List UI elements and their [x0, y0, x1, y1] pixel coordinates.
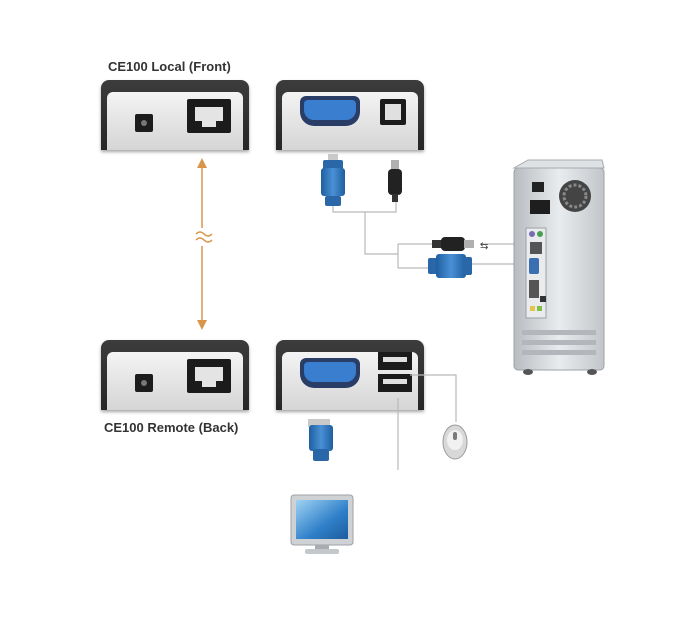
power-jack-icon	[135, 374, 153, 392]
cat5-cable	[195, 158, 213, 330]
vga-connector-icon	[308, 419, 333, 461]
svg-text:⇆: ⇆	[480, 241, 488, 252]
usb-a-port-icon	[378, 352, 412, 370]
rj45-port-icon	[187, 359, 231, 393]
cable-break-icon	[195, 231, 213, 237]
computer-tower-icon	[512, 159, 605, 375]
vga-port-icon	[300, 358, 360, 388]
usb-plug-icon: ⇆	[432, 237, 488, 252]
mouse-icon	[442, 424, 468, 460]
monitor-icon	[290, 494, 354, 554]
local-unit-lan-side	[101, 80, 249, 150]
vga-plug-icon	[428, 254, 472, 278]
arrow-down-icon	[197, 320, 207, 330]
usb-a-port-icon	[378, 374, 412, 392]
local-unit-label: CE100 Local (Front)	[108, 59, 231, 74]
remote-unit-lan-side	[101, 340, 249, 410]
power-switch-icon	[532, 182, 544, 192]
remote-unit-console-side	[276, 340, 424, 410]
remote-unit-label: CE100 Remote (Back)	[104, 420, 239, 435]
kvm-cable-lines	[332, 196, 528, 269]
local-unit-kvm-side	[276, 80, 424, 150]
power-jack-icon	[135, 114, 153, 132]
console-cable-lines	[397, 374, 457, 470]
vga-connector-icon	[321, 154, 345, 206]
rj45-port-icon	[187, 99, 231, 133]
usb-b-port-icon	[380, 99, 406, 125]
usb-connector-icon	[388, 160, 402, 202]
vga-port-icon	[300, 96, 360, 126]
arrow-up-icon	[197, 158, 207, 168]
